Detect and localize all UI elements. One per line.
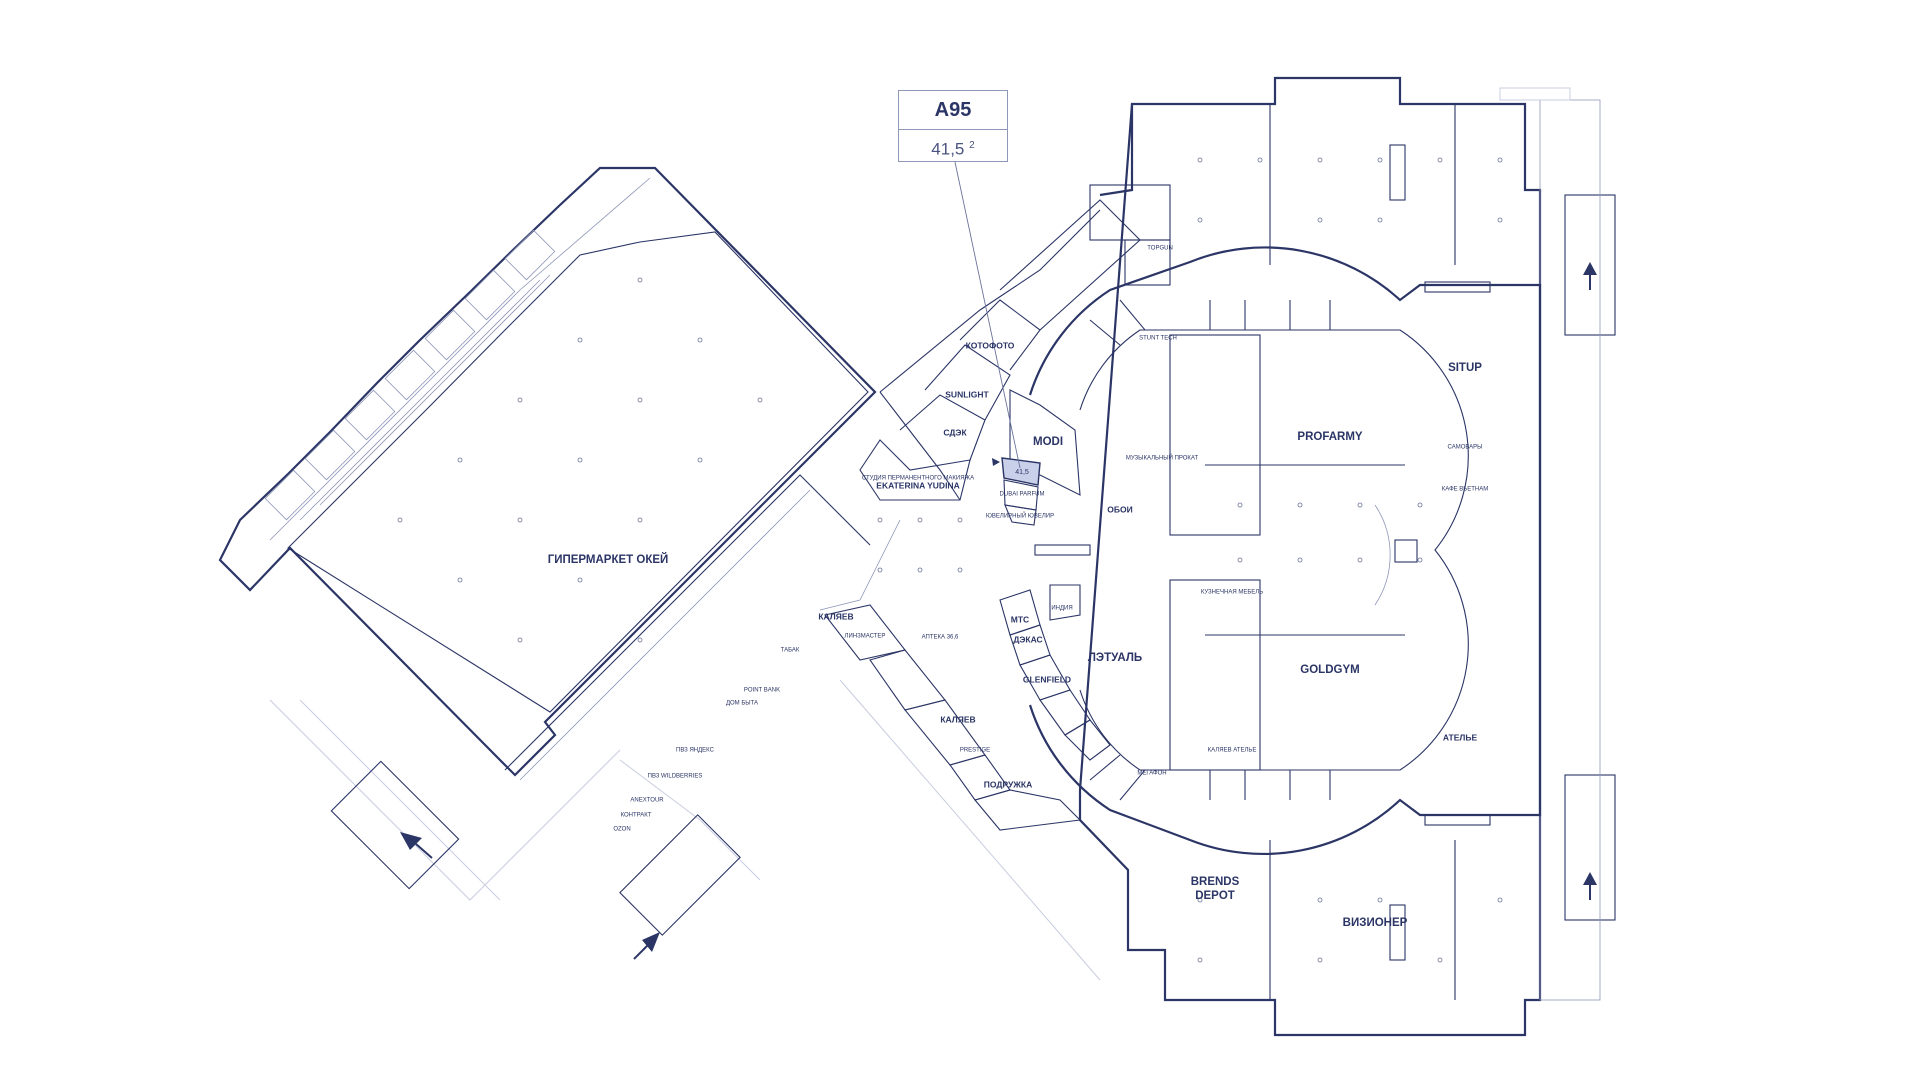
label-glenfield[interactable]: GLENFIELD — [1023, 674, 1071, 684]
label-profarmy[interactable]: PROFARMY — [1297, 431, 1363, 443]
unit-area-value: 41,5 — [931, 139, 965, 159]
label-muz[interactable]: МУЗЫКАЛЬНЫЙ ПРОКАТ — [1126, 454, 1199, 462]
label-oboi[interactable]: ОБОИ — [1107, 504, 1132, 514]
label-apteka[interactable]: АПТЕКА 36,6 — [922, 635, 959, 641]
callout-pointer — [954, 161, 1021, 469]
label-kafe[interactable]: КАФЕ ВЬЕТНАМ — [1442, 487, 1488, 493]
west-shops — [824, 184, 1171, 831]
shop-topgun[interactable] — [1124, 239, 1171, 286]
unit-a95[interactable] — [1001, 457, 1041, 486]
label-goldgym[interactable]: GOLDGYM — [1300, 664, 1359, 676]
label-atelie[interactable]: АТЕЛЬЕ — [1443, 732, 1478, 742]
label-kontrakt[interactable]: КОНТРАКТ — [621, 813, 652, 819]
label-modi[interactable]: MODI — [1033, 436, 1063, 448]
central-hall — [819, 209, 1101, 611]
label-pochta[interactable]: POINT BANK — [744, 688, 780, 694]
label-situp[interactable]: SITUP — [1448, 362, 1482, 374]
arrow-up-icon — [1583, 872, 1597, 885]
label-megafon[interactable]: МЕГАФОН — [1137, 771, 1166, 777]
label-podruzhka[interactable]: ПОДРУЖКА — [984, 779, 1033, 789]
label-kalyaev1[interactable]: КАЛЯЕВ — [818, 611, 853, 621]
label-jewel[interactable]: ЮВЕЛИРНЫЙ ЮВЕЛИР — [986, 512, 1054, 520]
label-unit-a95-area[interactable]: 41,5 — [1015, 469, 1029, 476]
label-vizioner[interactable]: ВИЗИОНЕР — [1343, 917, 1408, 929]
label-dom-byta[interactable]: ДОМ БЫТА — [726, 701, 758, 707]
label-topgun[interactable]: TOPGUN — [1147, 246, 1173, 252]
label-ekaterina-sub: СТУДИЯ ПЕРМАНЕНТНОГО МАКИЯЖА — [862, 476, 974, 482]
label-kalyaev-atelie[interactable]: КАЛЯЕВ АТЕЛЬЕ — [1208, 748, 1257, 754]
label-kotofoto[interactable]: КОТОФОТО — [966, 340, 1015, 350]
label-daks[interactable]: ДЭКАС — [1013, 634, 1042, 644]
unit-code: A95 — [899, 91, 1007, 130]
arrow-up-icon — [642, 932, 660, 952]
label-mts[interactable]: МТС — [1011, 614, 1029, 624]
label-sdek[interactable]: СДЭК — [943, 427, 967, 437]
label-prestige[interactable]: PRESTIGE — [960, 748, 990, 754]
label-brends[interactable]: BRENDS — [1191, 876, 1240, 888]
label-letual[interactable]: ЛЭТУАЛЬ — [1088, 652, 1142, 664]
entrance-arrow-sw — [400, 832, 433, 859]
label-hypermarket: ГИПЕРМАРКЕТ ОКЕЙ — [548, 553, 669, 566]
shop-labels: ГИПЕРМАРКЕТ ОКЕЙ КОТОФОТО SUNLIGHT СДЭК … — [548, 246, 1489, 929]
entrance-arrow-s — [633, 932, 660, 960]
label-sunlight[interactable]: SUNLIGHT — [945, 389, 989, 399]
label-pvz-wb[interactable]: ПВЗ WILDBERRIES — [648, 774, 703, 780]
label-depot[interactable]: DEPOT — [1195, 890, 1235, 902]
label-kalyaev2[interactable]: КАЛЯЕВ — [940, 714, 975, 724]
label-kuzn[interactable]: КУЗНЕЧНАЯ МЕБЕЛЬ — [1201, 590, 1263, 596]
label-tabak[interactable]: ТАБАК — [781, 648, 800, 654]
label-linz[interactable]: ЛИНЗМАСТЕР — [845, 634, 886, 640]
unit-callout: A95 41,5 2 — [898, 90, 1008, 162]
label-stunt[interactable]: STUNT TECH — [1139, 336, 1177, 342]
unit-area-unit: 2 — [969, 140, 975, 151]
label-samovary[interactable]: САМОВАРЫ — [1448, 445, 1483, 451]
entrance-arrow-se — [1583, 872, 1597, 900]
pointer-arrow-icon — [992, 458, 1000, 466]
label-ozon[interactable]: OZON — [613, 827, 630, 833]
label-dubai[interactable]: DUBAI PARFUM — [1000, 492, 1045, 498]
label-pvz-ya[interactable]: ПВЗ ЯНДЕКС — [676, 748, 715, 754]
label-ekaterina[interactable]: EKATERINA YUDINA — [876, 480, 959, 490]
unit-area: 41,5 2 — [899, 130, 1007, 162]
label-india[interactable]: ИНДИЯ — [1051, 606, 1072, 612]
ring-gallery — [1028, 246, 1542, 856]
arrow-up-icon — [400, 832, 422, 850]
entrance-arrow-ne — [1583, 262, 1597, 290]
arrow-up-icon — [1583, 262, 1597, 275]
label-anek[interactable]: ANEXTOUR — [630, 798, 664, 804]
hypermarket-wing — [218, 166, 1101, 981]
